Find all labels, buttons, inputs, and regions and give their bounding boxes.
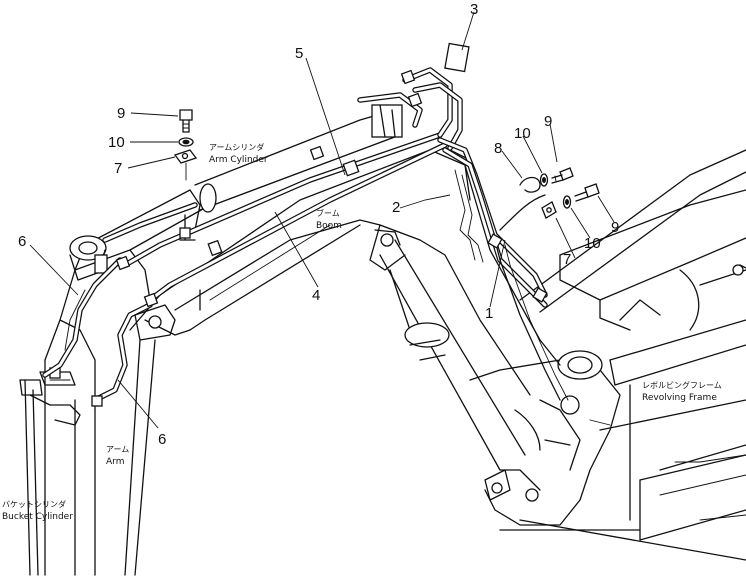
callout-6-upper: 6	[18, 233, 26, 250]
callout-9-upper-right: 9	[544, 113, 552, 130]
callout-6-lower: 6	[158, 431, 166, 448]
hardware-parts	[173, 109, 600, 219]
callout-4: 4	[312, 287, 320, 304]
callout-7-right: 7	[563, 251, 571, 268]
arm-cylinder-label-jp: アームシリンダ	[209, 142, 264, 152]
component-labels: アームシリンダ Arm Cylinder ブーム Boom アーム Arm バケ…	[2, 142, 722, 522]
washer-part-10-left	[178, 137, 194, 147]
leader-lines	[29, 11, 615, 429]
callout-5: 5	[295, 45, 303, 62]
revolving-frame-label-jp: レボルビングフレーム	[642, 380, 722, 390]
revolving-frame-label-en: Revolving Frame	[642, 393, 717, 403]
callout-9-left: 9	[117, 105, 125, 122]
boom-foot-pivot	[469, 350, 621, 526]
revolving-frame	[499, 149, 746, 561]
washer-part-10-lower-right	[562, 195, 572, 209]
hoses-and-pipes	[42, 42, 569, 407]
clamp-part-7-left	[173, 149, 198, 164]
callout-7-left: 7	[114, 160, 122, 177]
bucket-cylinder-label-jp: バケットシリンダ	[2, 499, 66, 509]
callout-10-left: 10	[108, 134, 125, 151]
bucket-cylinder	[19, 367, 81, 576]
arm-cylinder	[179, 104, 403, 241]
callout-numbers: 1 2 3 4 5 6 6 7 7 8 9 9 9 10 10 10	[18, 1, 619, 448]
callout-10-lower-right: 10	[584, 235, 601, 252]
callout-1: 1	[485, 305, 493, 322]
bucket-cylinder-label-en: Bucket Cylinder	[2, 512, 73, 522]
boom-label-en: Boom	[316, 221, 342, 231]
boom-label-jp: ブーム	[316, 208, 340, 218]
arm-cylinder-label-en: Arm Cylinder	[209, 155, 268, 165]
callout-10-upper-right: 10	[514, 125, 531, 142]
callout-8: 8	[494, 140, 502, 157]
washer-part-10-upper-right	[539, 173, 549, 187]
arm-label-jp: アーム	[106, 445, 129, 454]
clamp-part-7-right	[541, 201, 557, 219]
arm-label-en: Arm	[106, 457, 124, 467]
callout-3: 3	[470, 1, 478, 18]
callout-2: 2	[392, 199, 400, 216]
boom-cylinder	[379, 239, 526, 501]
bolt-part-9-upper-right	[551, 167, 574, 184]
bolt-part-9-lower-right	[574, 183, 600, 202]
bolt-part-9-left	[179, 109, 193, 133]
arm	[44, 189, 211, 576]
clip-part-8	[519, 176, 541, 193]
callout-9-lower-right: 9	[611, 219, 619, 236]
